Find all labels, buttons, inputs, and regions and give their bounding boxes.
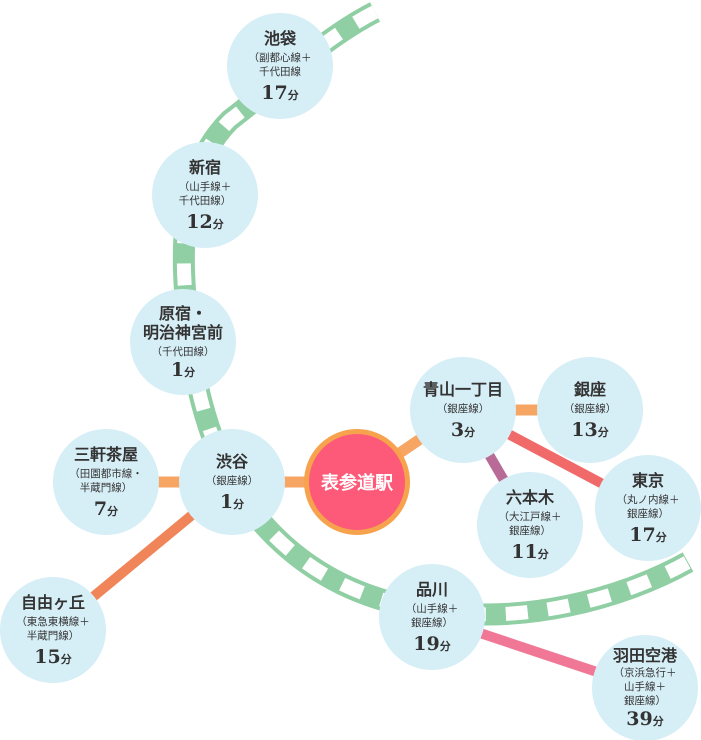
station-shinagawa[interactable]: 品川 （山手線＋ 銀座線） 19分 <box>379 564 485 670</box>
station-lines: （田園都市線・ 半蔵門線） <box>69 467 143 494</box>
station-sangenjaya[interactable]: 三軒茶屋 （田園都市線・ 半蔵門線） 7分 <box>53 429 159 535</box>
time-unit: 分 <box>652 715 664 728</box>
time-unit: 分 <box>60 652 72 666</box>
station-name: 新宿 <box>188 157 221 177</box>
station-name: 東京 <box>631 470 664 490</box>
station-lines: （銀座線） <box>563 402 617 415</box>
station-name: 原宿・ 明治神宮前 <box>142 303 223 342</box>
travel-time: 1 <box>219 490 234 513</box>
travel-time: 7 <box>93 497 108 520</box>
time-unit: 分 <box>212 217 224 231</box>
time-unit: 分 <box>107 504 119 518</box>
station-name: 品川 <box>415 579 448 599</box>
yamanote-line <box>172 2 694 626</box>
time-unit: 分 <box>464 425 476 439</box>
origin-station-omotesando[interactable]: 表参道駅 <box>304 429 410 535</box>
time-unit: 分 <box>597 425 609 439</box>
station-haneda-airport[interactable]: 羽田空港 （京浜急行＋ 山手線＋ 銀座線） 39分 <box>592 635 698 740</box>
station-ginza[interactable]: 銀座 （銀座線） 13分 <box>537 357 643 463</box>
station-jiyugaoka[interactable]: 自由ヶ丘 （東急東横線＋ 半蔵門線） 15分 <box>0 577 106 683</box>
station-lines: （大江戸線＋ 銀座線） <box>498 510 562 537</box>
station-harajuku[interactable]: 原宿・ 明治神宮前 （千代田線） 1分 <box>130 289 236 395</box>
station-name: 羽田空港 <box>612 646 677 665</box>
travel-time: 13 <box>571 418 598 441</box>
station-name: 三軒茶屋 <box>73 444 138 464</box>
station-lines: （山手線＋ 銀座線） <box>405 602 459 629</box>
station-name: 池袋 <box>263 28 296 48</box>
travel-time: 11 <box>511 540 538 563</box>
time-unit: 分 <box>287 88 299 102</box>
travel-time: 19 <box>413 632 440 655</box>
station-aoyama-itchome[interactable]: 青山一丁目 （銀座線） 3分 <box>410 357 516 463</box>
station-lines: （副都心線＋ 千代田線 <box>248 51 312 78</box>
station-lines: （京浜急行＋ 山手線＋ 銀座線） <box>613 667 677 707</box>
station-name: 銀座 <box>573 379 606 399</box>
station-name: 青山一丁目 <box>422 379 503 399</box>
travel-time: 17 <box>629 523 656 546</box>
station-lines: （東急東横線＋ 半蔵門線） <box>16 615 90 642</box>
station-lines: （千代田線） <box>151 345 215 358</box>
travel-time: 3 <box>450 418 465 441</box>
travel-time: 39 <box>626 708 653 730</box>
origin-name: 表参道駅 <box>321 473 393 494</box>
time-unit: 分 <box>537 547 549 561</box>
travel-time: 17 <box>261 81 288 104</box>
time-unit: 分 <box>439 639 451 653</box>
station-lines: （山手線＋ 千代田線） <box>178 180 232 207</box>
station-lines: （銀座線） <box>436 402 490 415</box>
time-unit: 分 <box>655 530 667 544</box>
travel-time: 1 <box>170 358 185 381</box>
station-name: 六本木 <box>505 487 554 507</box>
station-shibuya[interactable]: 渋谷 （銀座線） 1分 <box>179 429 285 535</box>
station-shinjuku[interactable]: 新宿 （山手線＋ 千代田線） 12分 <box>152 142 258 248</box>
station-ikebukuro[interactable]: 池袋 （副都心線＋ 千代田線 17分 <box>227 13 333 119</box>
travel-time: 15 <box>34 645 61 668</box>
station-roppongi[interactable]: 六本木 （大江戸線＋ 銀座線） 11分 <box>477 472 583 578</box>
time-unit: 分 <box>184 365 196 379</box>
station-lines: （銀座線） <box>205 474 259 487</box>
station-name: 自由ヶ丘 <box>20 592 85 612</box>
station-tokyo[interactable]: 東京 （丸ノ内線＋ 銀座線） 17分 <box>595 455 701 561</box>
station-lines: （丸ノ内線＋ 銀座線） <box>616 493 680 520</box>
station-name: 渋谷 <box>215 451 248 471</box>
travel-time: 12 <box>186 210 213 233</box>
time-unit: 分 <box>233 497 245 511</box>
